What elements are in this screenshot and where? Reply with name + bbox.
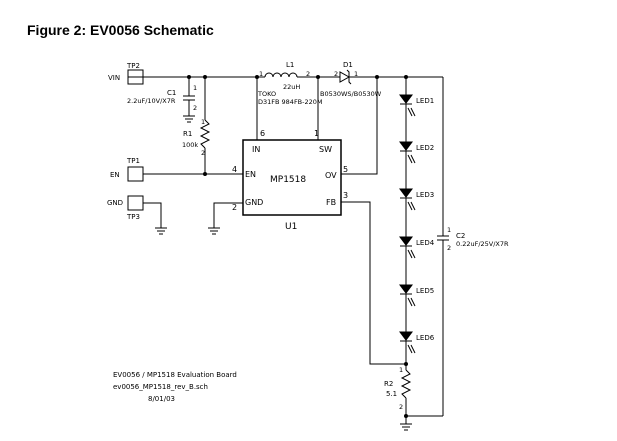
r1-ref: R1: [183, 130, 192, 138]
r2-pin1: 1: [399, 366, 403, 374]
c2-capacitor: [406, 76, 449, 417]
u1-pin-in-name: IN: [252, 145, 260, 154]
junction-fb: [404, 362, 408, 366]
gnd-label: GND: [107, 199, 123, 207]
junction-in: [255, 75, 259, 79]
vin-label: VIN: [108, 74, 120, 82]
u1-pin-sw-num: 1: [314, 129, 319, 138]
d1-schottky-diode: [318, 69, 406, 85]
tp1-testpoint[interactable]: [127, 166, 144, 182]
led4-label: LED4: [416, 239, 435, 247]
l1-value: 22uH: [283, 83, 300, 91]
u1-pin-fb-name: FB: [326, 198, 336, 207]
r2-resistor: [400, 369, 412, 431]
led6: [399, 331, 416, 354]
led2-label: LED2: [416, 144, 434, 152]
c2-pin2: 2: [447, 244, 451, 252]
c1-pin2: 2: [193, 104, 197, 112]
led1-label: LED1: [416, 97, 434, 105]
u1-ref: U1: [285, 222, 297, 232]
board-date: 8/01/03: [148, 395, 175, 403]
d1-ref: D1: [343, 61, 353, 69]
figure-title: Figure 2: EV0056 Schematic: [27, 22, 214, 38]
r2-pin2: 2: [399, 403, 403, 411]
fb-net: [341, 201, 406, 365]
u1-gnd-ground: [208, 202, 243, 235]
tp2-testpoint[interactable]: [127, 69, 144, 85]
u1-pin-sw-name: SW: [319, 145, 332, 154]
led2: [399, 141, 416, 164]
led3-label: LED3: [416, 191, 434, 199]
ov-net: [341, 77, 378, 175]
r1-pin1: 1: [201, 118, 205, 126]
led6-label: LED6: [416, 334, 435, 342]
c1-value: 2.2uF/10V/X7R: [127, 97, 176, 105]
u1-pin-in-num: 6: [260, 129, 265, 138]
tp3-ground: [143, 202, 167, 235]
tp1-label: TP1: [126, 157, 140, 165]
led5: [399, 284, 416, 307]
c1-capacitor: [183, 77, 195, 123]
r1-resistor: [199, 77, 211, 174]
board-title: EV0056 / MP1518 Evaluation Board: [113, 371, 237, 379]
led1: [399, 94, 416, 117]
l1-pin2: 2: [306, 70, 310, 78]
u1-pin-gnd-num: 2: [232, 203, 237, 212]
l1-part: D31FB 984FB-220M: [258, 98, 323, 106]
u1-pin-gnd-name: GND: [245, 198, 263, 207]
r2-ref: R2: [384, 380, 393, 388]
l1-pin1: 1: [259, 70, 263, 78]
u1-ic-body: [242, 139, 342, 216]
c1-ref: C1: [167, 89, 176, 97]
tp2-label: TP2: [126, 62, 140, 70]
tp3-testpoint[interactable]: [127, 195, 144, 211]
en-label: EN: [110, 171, 120, 179]
l1-inductor: [264, 72, 319, 140]
r1-pin2: 2: [201, 149, 205, 157]
u1-pin-en-name: EN: [245, 170, 256, 179]
u1-name: MP1518: [270, 175, 306, 185]
tp3-label: TP3: [126, 213, 140, 221]
l1-vendor: TOKO: [257, 90, 276, 98]
d1-pin2: 2: [334, 70, 338, 78]
d1-pin1: 1: [354, 70, 358, 78]
c1-pin1: 1: [193, 84, 197, 92]
u1-pin-fb-num: 3: [343, 191, 348, 200]
board-filename: ev0056_MP1518_rev_B.sch: [113, 383, 208, 391]
u1-pin-ov-num: 5: [343, 165, 348, 174]
c2-pin1: 1: [447, 226, 451, 234]
led4: [399, 236, 416, 259]
r2-value: 5.1: [386, 390, 397, 398]
c2-ref: C2: [456, 232, 465, 240]
c2-value: 0.22uF/25V/X7R: [456, 240, 509, 248]
u1-pin-ov-name: OV: [325, 171, 337, 180]
led5-label: LED5: [416, 287, 434, 295]
led3: [399, 188, 416, 211]
d1-part: B0530WS/B0530W: [320, 90, 382, 98]
r1-value: 100k: [182, 141, 198, 149]
u1-pin-en-num: 4: [232, 165, 237, 174]
l1-ref: L1: [286, 61, 294, 69]
